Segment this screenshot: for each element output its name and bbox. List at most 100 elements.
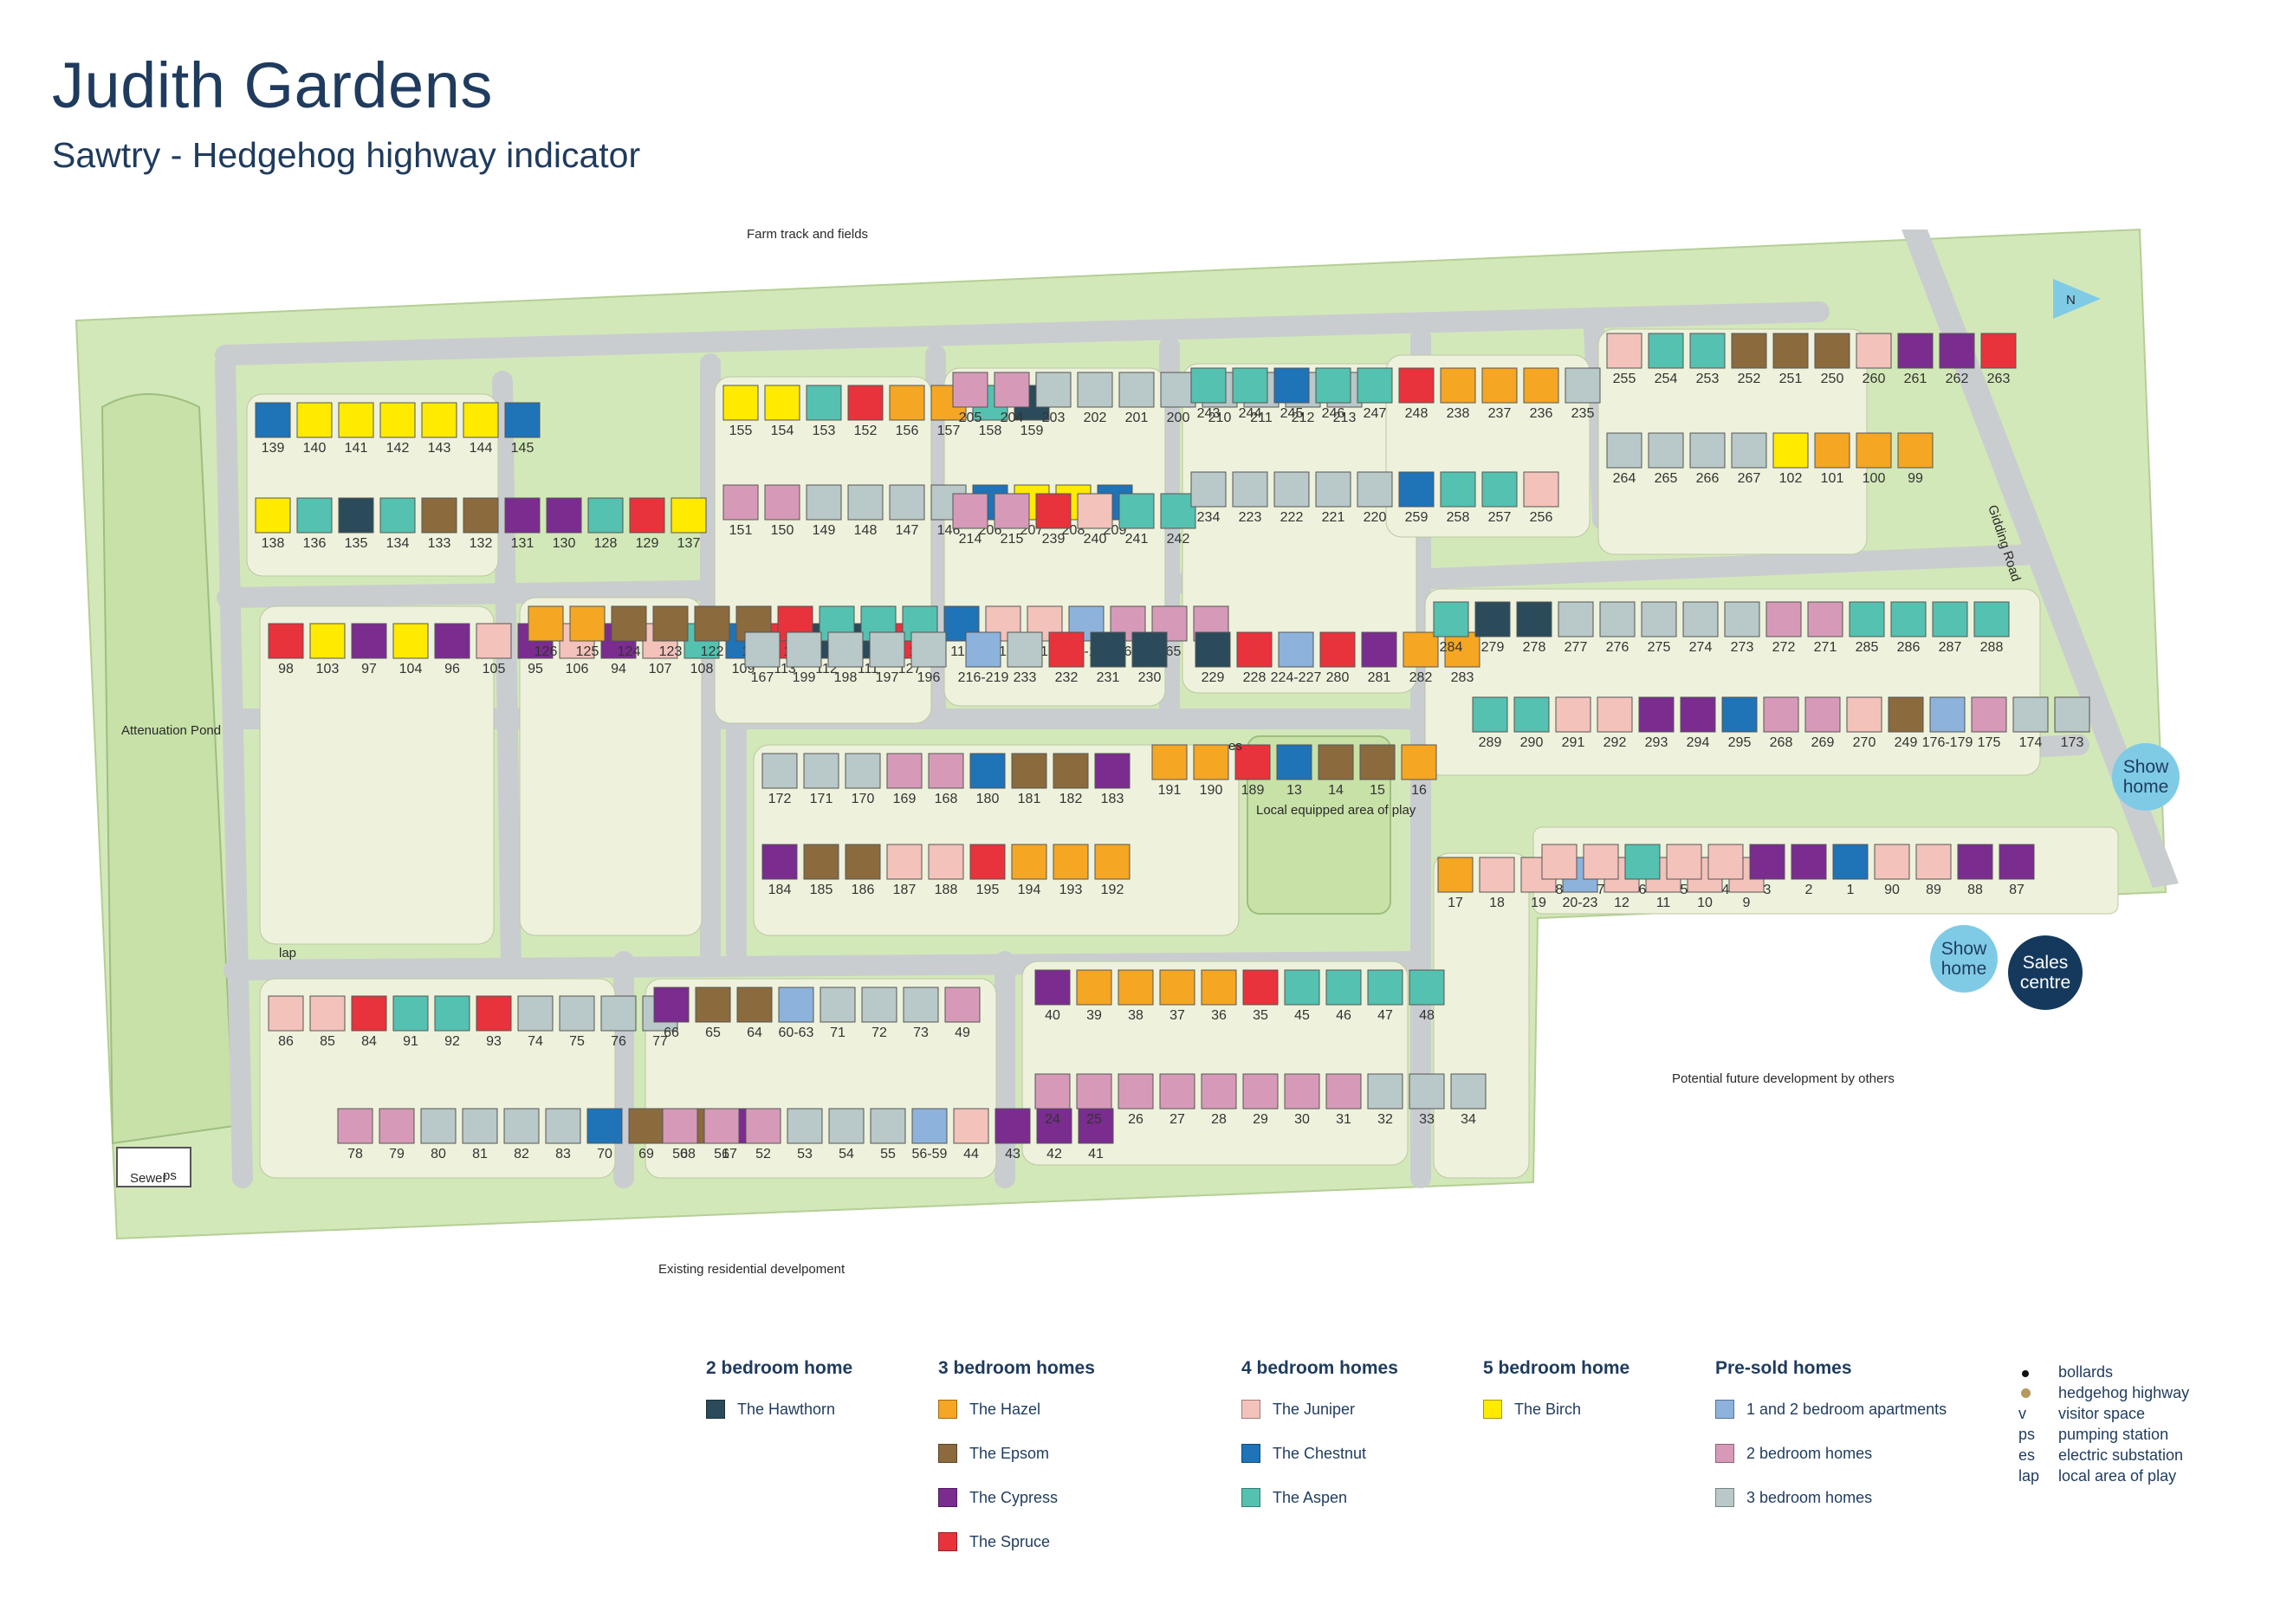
house-plot[interactable] <box>1565 367 1601 404</box>
house-plot[interactable] <box>1444 631 1480 668</box>
house-plot[interactable] <box>1971 696 2007 733</box>
house-plot[interactable] <box>1242 1073 1279 1110</box>
house-plot[interactable] <box>1367 969 1403 1006</box>
house-plot[interactable] <box>1357 471 1393 508</box>
house-plot[interactable] <box>2012 696 2049 733</box>
house-plot[interactable] <box>1479 857 1515 893</box>
house-plot[interactable] <box>1433 601 1469 637</box>
house-plot[interactable] <box>1284 1073 1320 1110</box>
house-plot[interactable] <box>611 605 647 642</box>
house-plot[interactable] <box>662 1108 698 1144</box>
house-plot[interactable] <box>1077 372 1113 408</box>
house-plot[interactable] <box>969 844 1006 880</box>
house-plot[interactable] <box>463 402 499 438</box>
house-plot[interactable] <box>820 987 856 1023</box>
house-plot[interactable] <box>1276 744 1312 780</box>
house-plot[interactable] <box>1201 1073 1237 1110</box>
house-plot[interactable] <box>1606 333 1642 369</box>
show-home-callout-2[interactable]: Show home <box>1930 925 1998 993</box>
house-plot[interactable] <box>586 1108 623 1144</box>
house-plot[interactable] <box>652 605 689 642</box>
house-plot[interactable] <box>1131 631 1168 668</box>
house-plot[interactable] <box>1814 333 1850 369</box>
house-plot[interactable] <box>1284 969 1320 1006</box>
house-plot[interactable] <box>1814 432 1850 469</box>
house-plot[interactable] <box>1315 471 1351 508</box>
house-plot[interactable] <box>1849 601 1885 637</box>
house-plot[interactable] <box>1682 601 1719 637</box>
house-plot[interactable] <box>847 484 884 521</box>
house-plot[interactable] <box>886 753 923 789</box>
house-plot[interactable] <box>504 402 541 438</box>
house-plot[interactable] <box>806 385 842 421</box>
house-plot[interactable] <box>463 497 499 534</box>
house-plot[interactable] <box>434 995 470 1032</box>
house-plot[interactable] <box>1874 844 1910 880</box>
house-plot[interactable] <box>1721 696 1758 733</box>
house-plot[interactable] <box>1118 372 1155 408</box>
house-plot[interactable] <box>1474 601 1511 637</box>
house-plot[interactable] <box>744 631 781 668</box>
house-plot[interactable] <box>703 1108 740 1144</box>
house-plot[interactable] <box>503 1108 540 1144</box>
house-plot[interactable] <box>1440 367 1476 404</box>
house-plot[interactable] <box>1151 605 1188 642</box>
house-plot[interactable] <box>671 497 707 534</box>
house-plot[interactable] <box>296 497 333 534</box>
house-plot[interactable] <box>1409 969 1445 1006</box>
house-plot[interactable] <box>338 402 374 438</box>
house-plot[interactable] <box>268 623 304 659</box>
house-plot[interactable] <box>309 995 346 1032</box>
house-plot[interactable] <box>296 402 333 438</box>
house-plot[interactable] <box>528 605 564 642</box>
house-plot[interactable] <box>1232 471 1268 508</box>
house-plot[interactable] <box>1273 471 1310 508</box>
house-plot[interactable] <box>1772 432 1809 469</box>
house-plot[interactable] <box>1315 367 1351 404</box>
house-plot[interactable] <box>392 995 429 1032</box>
house-plot[interactable] <box>736 987 773 1023</box>
house-plot[interactable] <box>761 753 798 789</box>
house-plot[interactable] <box>1118 1073 1154 1110</box>
house-plot[interactable] <box>944 987 981 1023</box>
house-plot[interactable] <box>351 623 387 659</box>
house-plot[interactable] <box>476 623 512 659</box>
house-plot[interactable] <box>1957 844 1993 880</box>
house-plot[interactable] <box>928 844 964 880</box>
house-plot[interactable] <box>1159 1073 1195 1110</box>
house-plot[interactable] <box>1011 753 1047 789</box>
house-plot[interactable] <box>600 995 637 1032</box>
house-plot[interactable] <box>1666 844 1702 880</box>
house-plot[interactable] <box>911 1108 948 1144</box>
house-plot[interactable] <box>1707 844 1744 880</box>
house-plot[interactable] <box>1472 696 1508 733</box>
house-plot[interactable] <box>1846 696 1882 733</box>
house-plot[interactable] <box>1749 844 1785 880</box>
house-plot[interactable] <box>1724 601 1760 637</box>
house-plot[interactable] <box>1555 696 1591 733</box>
house-plot[interactable] <box>1401 744 1437 780</box>
house-plot[interactable] <box>1763 696 1799 733</box>
house-plot[interactable] <box>870 1108 906 1144</box>
house-plot[interactable] <box>1481 471 1518 508</box>
house-plot[interactable] <box>1319 631 1356 668</box>
house-plot[interactable] <box>1932 601 1968 637</box>
house-plot[interactable] <box>1772 333 1809 369</box>
house-plot[interactable] <box>889 385 925 421</box>
house-plot[interactable] <box>869 631 905 668</box>
house-plot[interactable] <box>1190 367 1227 404</box>
house-plot[interactable] <box>695 987 731 1023</box>
house-plot[interactable] <box>1036 1108 1072 1144</box>
house-plot[interactable] <box>1011 844 1047 880</box>
house-plot[interactable] <box>928 753 964 789</box>
house-plot[interactable] <box>1361 631 1397 668</box>
house-plot[interactable] <box>1897 333 1934 369</box>
house-plot[interactable] <box>1558 601 1594 637</box>
house-plot[interactable] <box>1624 844 1661 880</box>
house-plot[interactable] <box>1242 969 1279 1006</box>
house-plot[interactable] <box>1648 432 1684 469</box>
house-plot[interactable] <box>1597 696 1633 733</box>
house-plot[interactable] <box>827 631 864 668</box>
house-plot[interactable] <box>1076 1073 1112 1110</box>
house-plot[interactable] <box>1409 1073 1445 1110</box>
